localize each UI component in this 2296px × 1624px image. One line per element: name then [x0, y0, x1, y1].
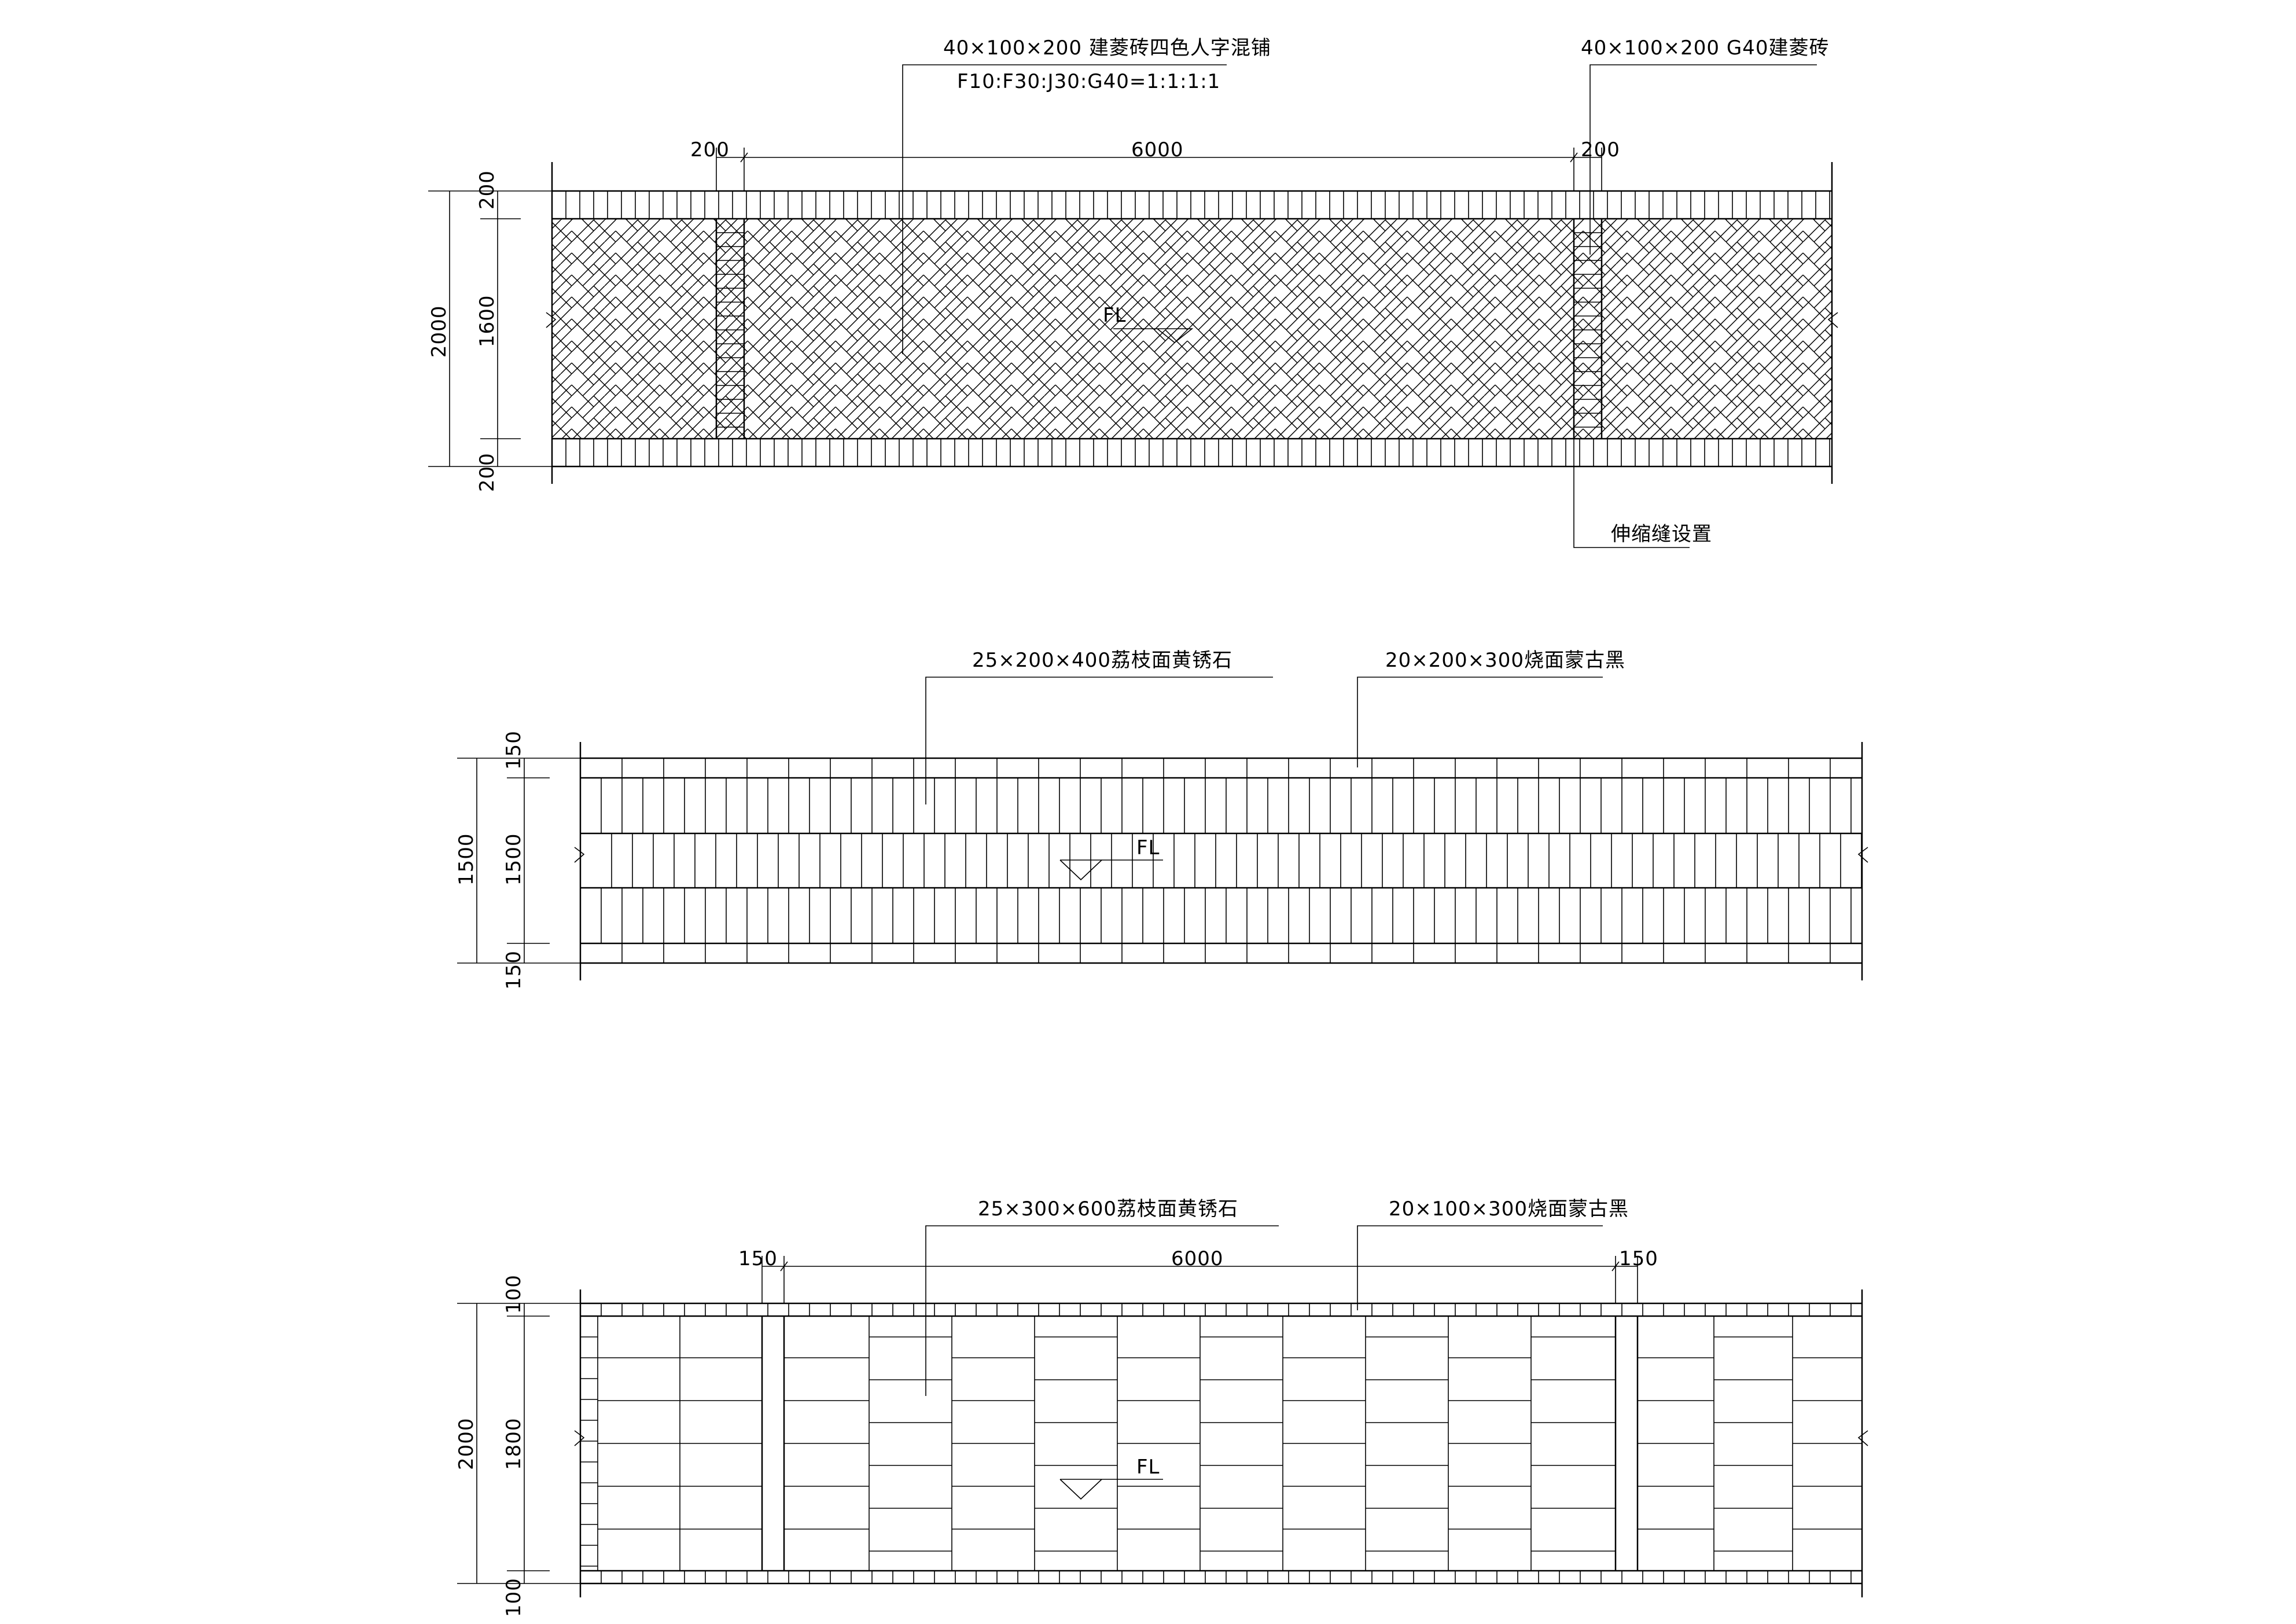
plan1-top-dimension [716, 148, 1602, 191]
plan3-dim-left-total: 2000 [455, 1417, 478, 1470]
plan3-leaders [925, 1225, 1603, 1396]
plan-3: 150 6000 150 2000 100 1800 100 25×300×60… [455, 1197, 1868, 1617]
plan3-level-text: FL [1136, 1456, 1160, 1479]
plan3-level-mark [1059, 1479, 1163, 1500]
plan3-dim-left-mid: 1800 [502, 1417, 525, 1470]
plan3-dim-left-bottom: 100 [502, 1578, 525, 1617]
plan3-label-main: 25×300×600荔枝面黄锈石 [978, 1197, 1238, 1221]
plan1-left-dimension [428, 190, 552, 467]
plan3-dim-left-top: 100 [502, 1274, 525, 1314]
plan2-break-left [574, 847, 585, 863]
plan1-label-joint: 伸缩缝设置 [1611, 523, 1712, 546]
plan1-outline [551, 162, 1833, 484]
plan2-dim-left-total: 1500 [455, 833, 478, 886]
plan1-dim-left-total: 2000 [428, 305, 451, 358]
plan3-dim-top-left: 150 [738, 1247, 778, 1270]
plan2-left-dimension [457, 758, 580, 964]
plan1-dim-left-top: 200 [476, 170, 499, 210]
plan1-dim-top-left: 200 [690, 138, 730, 161]
plan2-stone-joints [601, 758, 1862, 963]
plan3-break-right [1857, 1430, 1868, 1446]
plan1-label-main-2: F10:F30:J30:G40=1:1:1:1 [957, 70, 1220, 93]
plan1-break-left [546, 312, 557, 328]
plan3-left-dimension [457, 1303, 580, 1584]
plan3-top-dimension [761, 1256, 1638, 1303]
plan1-dim-top-mid: 6000 [1131, 138, 1184, 161]
plan3-label-edge: 20×100×300烧面蒙古黑 [1389, 1197, 1629, 1221]
plan2-break-right [1857, 847, 1868, 863]
plan1-leaders [902, 64, 1817, 548]
plan1-label-edge: 40×100×200 G40建菱砖 [1581, 36, 1829, 60]
plan-2: 1500 150 1500 150 25×200×400荔枝面黄锈石 20×20… [455, 649, 1868, 990]
plan3-break-left [574, 1430, 585, 1446]
plan2-label-edge: 20×200×300烧面蒙古黑 [1385, 649, 1625, 672]
plan1-break-right [1827, 312, 1838, 328]
plan2-level-text: FL [1136, 836, 1160, 859]
plan1-label-main-1: 40×100×200 建菱砖四色人字混铺 [943, 36, 1271, 60]
plan3-dim-top-right: 150 [1619, 1247, 1658, 1270]
plan-1: 200 6000 200 2000 200 1600 200 40×100×20… [428, 36, 1838, 548]
plan1-edge-bricks [565, 191, 1830, 466]
plan3-stone-joints [580, 1303, 1862, 1583]
plan1-dim-left-mid: 1600 [476, 295, 499, 347]
plan2-dim-left-mid: 1500 [502, 833, 525, 886]
plan1-dim-top-right: 200 [1581, 138, 1620, 161]
plan2-dim-left-bottom: 150 [502, 950, 525, 990]
plan1-level-text: FL [1103, 304, 1127, 327]
plan2-label-main: 25×200×400荔枝面黄锈石 [972, 649, 1232, 672]
plan1-level-mark [1113, 328, 1194, 344]
plan2-outline [579, 742, 1863, 980]
plan2-leaders [925, 677, 1603, 804]
plan2-level-mark [1059, 859, 1163, 881]
plan3-dim-top-mid: 6000 [1171, 1247, 1224, 1270]
plan2-dim-left-top: 150 [502, 730, 525, 770]
plan1-dim-left-bottom: 200 [476, 453, 499, 492]
plan3-outline [579, 1289, 1863, 1597]
